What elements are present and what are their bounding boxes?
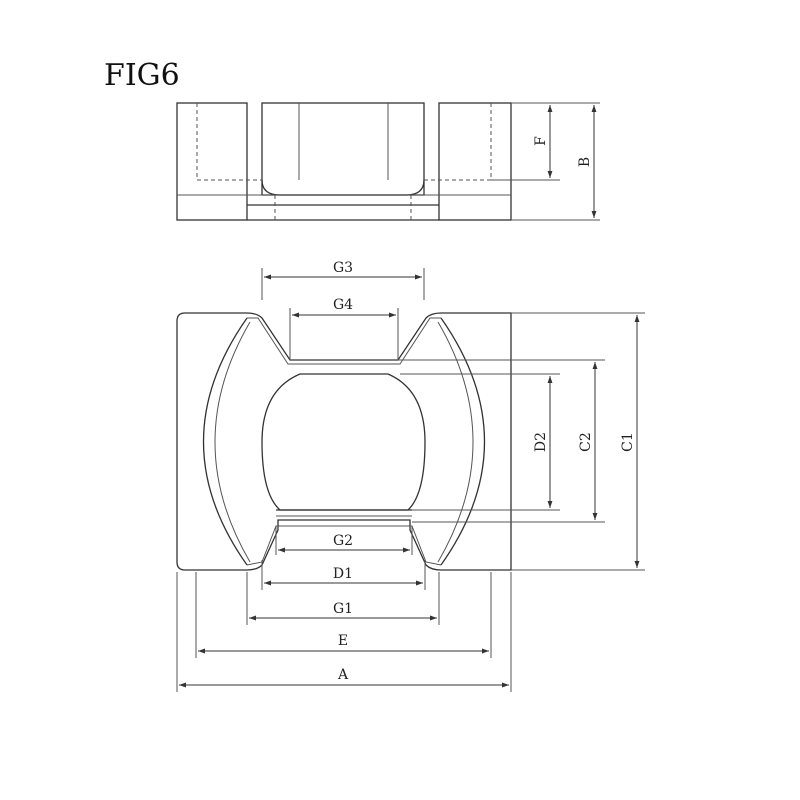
- dim-label-g1: G1: [333, 601, 353, 617]
- dim-label-b: B: [577, 157, 593, 167]
- dim-label-c1: C1: [620, 432, 636, 452]
- figure-label: FIG6: [104, 58, 180, 93]
- left-leg-arc: [203, 317, 248, 566]
- right-leg-arc: [440, 317, 485, 566]
- side-center-post: [261, 102, 425, 196]
- core-outline: [176, 312, 512, 571]
- center-post: [261, 373, 426, 511]
- plan-view: [176, 312, 512, 571]
- dim-label-e: E: [338, 633, 348, 649]
- dim-label-d2: D2: [533, 432, 549, 452]
- dim-label-g2: G2: [333, 533, 353, 549]
- dim-label-a: A: [337, 667, 349, 683]
- dim-label-d1: D1: [333, 566, 353, 582]
- plan-dimensions: G3 G4 D2 C2 C1 G2 D1 G1: [176, 260, 645, 692]
- side-left-leg: [176, 102, 248, 221]
- dim-label-c2: C2: [578, 432, 594, 452]
- side-dimensions: F B: [491, 102, 600, 221]
- dim-label-f: F: [533, 136, 549, 146]
- dim-label-g4: G4: [333, 297, 353, 313]
- dim-label-g3: G3: [333, 260, 353, 276]
- side-view: [176, 102, 512, 221]
- side-right-leg: [438, 102, 512, 221]
